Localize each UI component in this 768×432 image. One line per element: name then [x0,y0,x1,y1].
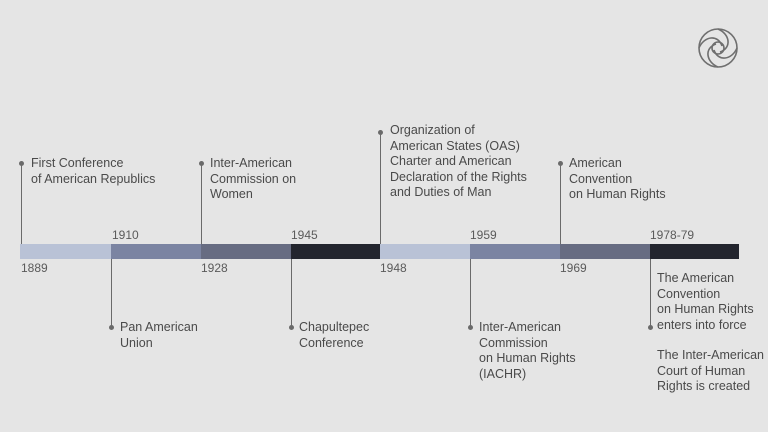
timeline-segment [560,244,650,259]
event-connector [111,259,112,328]
event-connector [21,163,22,244]
timeline-segment [470,244,560,259]
event-dot [648,325,653,330]
event-connector [201,163,202,244]
event-dot [378,130,383,135]
timeline-segment [20,244,111,259]
year-label: 1945 [291,228,318,242]
timeline-segment [650,244,739,259]
event-label: The Inter-American Court of Human Rights… [657,348,764,393]
event-dot [468,325,473,330]
year-label: 1978-79 [650,228,695,242]
event-label: Inter-American Commission on Women [210,156,297,201]
swirl-logo-icon [698,28,738,68]
event-dot [558,161,563,166]
event-connector [650,259,651,328]
event-connector [380,132,381,244]
timeline-segment [380,244,470,259]
event-label: Inter-American Commission on Human Right… [479,320,576,381]
event-dot [289,325,294,330]
year-label: 1889 [21,261,48,275]
event-label: American Convention on Human Rights [569,156,666,201]
timeline-segment [291,244,380,259]
year-label: 1928 [201,261,228,275]
year-label: 1969 [560,261,587,275]
year-label: 1959 [470,228,497,242]
event-connector [560,163,561,244]
timeline-segment [111,244,201,259]
event-dot [199,161,204,166]
event-label: First Conference of American Republics [31,156,156,186]
event-label: The American Convention on Human Rights … [657,271,754,332]
year-label: 1948 [380,261,407,275]
event-label: Pan American Union [120,320,198,350]
event-connector [291,259,292,328]
event-connector [470,259,471,328]
event-dot [109,325,114,330]
event-label: Organization of American States (OAS) Ch… [390,123,527,199]
timeline-segment [201,244,291,259]
event-label: Chapultepec Conference [299,320,370,350]
event-dot [19,161,24,166]
year-label: 1910 [112,228,139,242]
